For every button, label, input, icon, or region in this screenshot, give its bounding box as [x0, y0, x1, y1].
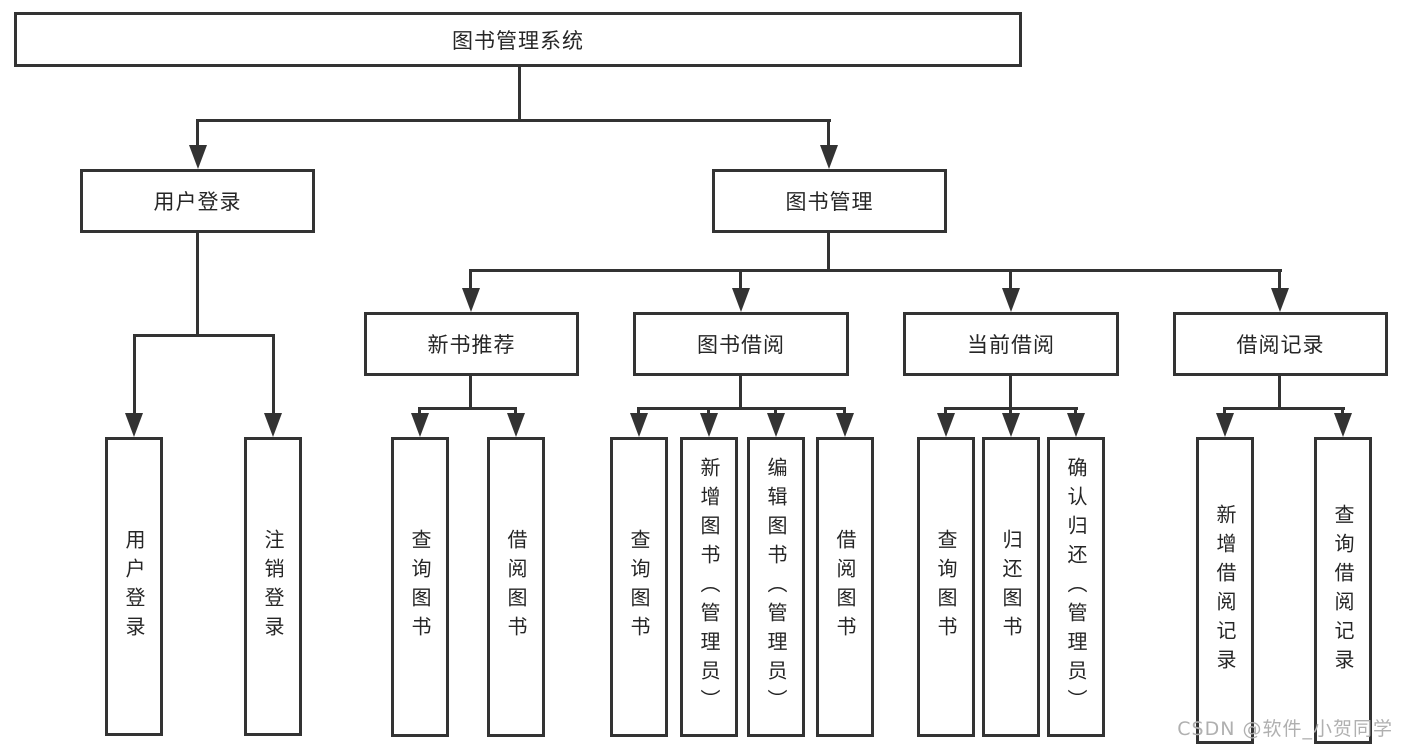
connector-line	[133, 334, 275, 337]
node-current-borrow: 当前借阅	[903, 312, 1119, 376]
leaf-label: 查询借阅记录	[1331, 503, 1355, 678]
node-root: 图书管理系统	[14, 12, 1022, 67]
connector-line	[1278, 269, 1281, 290]
leaf-borrow-books: 借阅图书	[816, 437, 874, 737]
arrowhead-icon	[462, 288, 480, 312]
arrowhead-icon	[1002, 413, 1020, 437]
leaf-label: 确认归还（管理员）	[1064, 456, 1088, 718]
arrowhead-icon	[732, 288, 750, 312]
arrowhead-icon	[125, 413, 143, 437]
leaf-confirm-return-admin: 确认归还（管理员）	[1047, 437, 1105, 737]
arrowhead-icon	[1216, 413, 1234, 437]
connector-line	[944, 407, 947, 415]
leaf-add-borrow-record: 新增借阅记录	[1196, 437, 1254, 744]
leaf-query-books-borrow: 查询图书	[610, 437, 668, 737]
connector-line	[1223, 407, 1226, 415]
connector-line	[827, 233, 830, 272]
arrowhead-icon	[1271, 288, 1289, 312]
connector-line	[739, 376, 742, 409]
leaf-logout: 注销登录	[244, 437, 302, 736]
connector-line	[707, 407, 710, 415]
node-book-management: 图书管理	[712, 169, 947, 233]
leaf-query-books-current: 查询图书	[917, 437, 975, 737]
arrowhead-icon	[1002, 288, 1020, 312]
leaf-label: 查询图书	[627, 529, 651, 645]
arrowhead-icon	[937, 413, 955, 437]
connector-line	[419, 407, 517, 410]
leaf-edit-books-admin: 编辑图书（管理员）	[747, 437, 805, 737]
leaf-label: 归还图书	[999, 529, 1023, 645]
connector-line	[1341, 407, 1344, 415]
connector-line	[469, 269, 472, 290]
leaf-label: 新增借阅记录	[1213, 503, 1237, 678]
leaf-label: 查询图书	[934, 529, 958, 645]
leaf-label: 查询图书	[408, 529, 432, 645]
connector-line	[470, 269, 1282, 272]
leaf-query-books-recommend: 查询图书	[391, 437, 449, 737]
leaf-label: 新增图书（管理员）	[697, 456, 721, 718]
arrowhead-icon	[507, 413, 525, 437]
arrowhead-icon	[1067, 413, 1085, 437]
leaf-query-borrow-record: 查询借阅记录	[1314, 437, 1372, 744]
connector-line	[1009, 407, 1012, 415]
connector-line	[418, 407, 421, 415]
arrowhead-icon	[820, 145, 838, 169]
connector-line	[1278, 376, 1281, 409]
leaf-label: 编辑图书（管理员）	[764, 456, 788, 718]
arrowhead-icon	[189, 145, 207, 169]
connector-line	[843, 407, 846, 415]
leaf-borrow-books-recommend: 借阅图书	[487, 437, 545, 737]
arrowhead-icon	[630, 413, 648, 437]
connector-line	[1224, 407, 1345, 410]
leaf-user-login: 用户登录	[105, 437, 163, 736]
connector-line	[774, 407, 777, 415]
connector-line	[196, 119, 199, 149]
node-borrow-records: 借阅记录	[1173, 312, 1388, 376]
connector-line	[272, 334, 275, 414]
leaf-return-books: 归还图书	[982, 437, 1040, 737]
connector-line	[469, 376, 472, 409]
arrowhead-icon	[767, 413, 785, 437]
connector-line	[514, 407, 517, 415]
node-book-borrow: 图书借阅	[633, 312, 849, 376]
node-new-book-recommend: 新书推荐	[364, 312, 579, 376]
connector-line	[739, 269, 742, 290]
connector-line	[1074, 407, 1077, 415]
arrowhead-icon	[264, 413, 282, 437]
arrowhead-icon	[1334, 413, 1352, 437]
connector-line	[196, 119, 831, 122]
connector-line	[133, 334, 136, 414]
leaf-label: 借阅图书	[504, 529, 528, 645]
leaf-add-books-admin: 新增图书（管理员）	[680, 437, 738, 737]
leaf-label: 借阅图书	[833, 529, 857, 645]
connector-line	[1009, 376, 1012, 409]
connector-line	[518, 67, 521, 121]
connector-line	[1009, 269, 1012, 290]
arrowhead-icon	[700, 413, 718, 437]
csdn-watermark: CSDN @软件_小贺同学	[1177, 718, 1393, 740]
node-user-login: 用户登录	[80, 169, 315, 233]
connector-line	[638, 407, 846, 410]
arrowhead-icon	[836, 413, 854, 437]
leaf-label: 注销登录	[261, 528, 285, 645]
connector-line	[637, 407, 640, 415]
connector-line	[827, 119, 830, 149]
leaf-label: 用户登录	[122, 528, 146, 645]
connector-line	[196, 233, 199, 336]
arrowhead-icon	[411, 413, 429, 437]
